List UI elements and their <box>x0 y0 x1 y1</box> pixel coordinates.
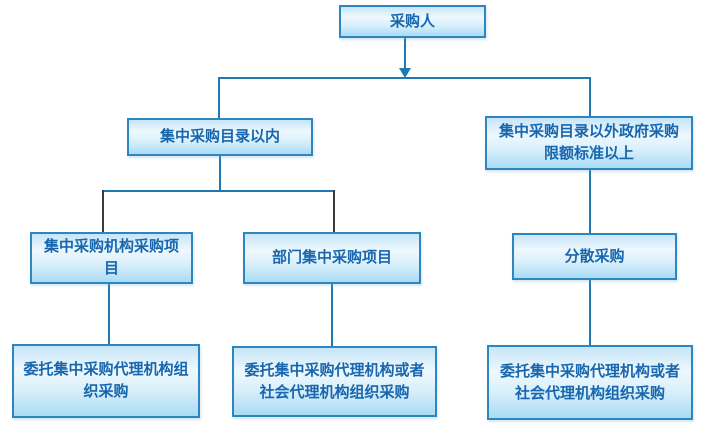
down-arrow-icon <box>399 68 411 78</box>
connector-level2-horizontal <box>102 190 335 192</box>
node-purchaser-label: 采购人 <box>389 12 435 30</box>
connector-decentralized-to-entrust <box>589 280 591 345</box>
node-entrust-centralized-or-social-agency-mid: 委托集中采购代理机构或者社会代理机构组织采购 <box>232 346 437 417</box>
node-centralized-agency-procurement-projects-label: 集中采购机构采购项目 <box>43 238 179 277</box>
node-outside-catalog-above-threshold-label: 集中采购目录以外政府采购限额标准以上 <box>498 123 679 162</box>
connector-drop-departmental <box>333 190 335 232</box>
node-centralized-agency-procurement-projects: 集中采购机构采购项目 <box>30 232 193 284</box>
node-within-centralized-catalog: 集中采购目录以内 <box>127 118 313 156</box>
node-departmental-centralized-projects-label: 部门集中采购项目 <box>271 249 392 266</box>
node-outside-catalog-above-threshold: 集中采购目录以外政府采购限额标准以上 <box>485 116 693 170</box>
connector-drop-centralized-agency <box>102 190 104 232</box>
node-entrust-centralized-agency-label: 委托集中采购代理机构组织采购 <box>23 361 189 400</box>
node-entrust-centralized-or-social-agency-right-label: 委托集中采购代理机构或者社会代理机构组织采购 <box>499 362 680 402</box>
node-within-centralized-catalog-label: 集中采购目录以内 <box>159 128 280 145</box>
node-entrust-centralized-or-social-agency-right: 委托集中采购代理机构或者社会代理机构组织采购 <box>487 345 693 420</box>
node-departmental-centralized-projects: 部门集中采购项目 <box>243 232 421 284</box>
connector-within-trunk <box>219 156 221 192</box>
connector-level1-horizontal <box>218 77 591 79</box>
node-purchaser: 采购人 <box>339 5 486 38</box>
connector-purchaser-trunk <box>404 38 406 70</box>
node-entrust-centralized-or-social-agency-mid-label: 委托集中采购代理机构或者社会代理机构组织采购 <box>244 361 425 401</box>
node-decentralized-procurement-label: 分散采购 <box>564 247 625 265</box>
connector-outside-to-decentralized <box>589 170 591 233</box>
connector-drop-outside-catalog <box>589 77 591 116</box>
node-entrust-centralized-agency: 委托集中采购代理机构组织采购 <box>12 344 200 418</box>
connector-centralized-agency-to-entrust <box>108 284 110 344</box>
connector-departmental-to-entrust <box>331 284 333 346</box>
connector-drop-within-catalog <box>218 77 220 118</box>
node-decentralized-procurement: 分散采购 <box>512 233 677 280</box>
